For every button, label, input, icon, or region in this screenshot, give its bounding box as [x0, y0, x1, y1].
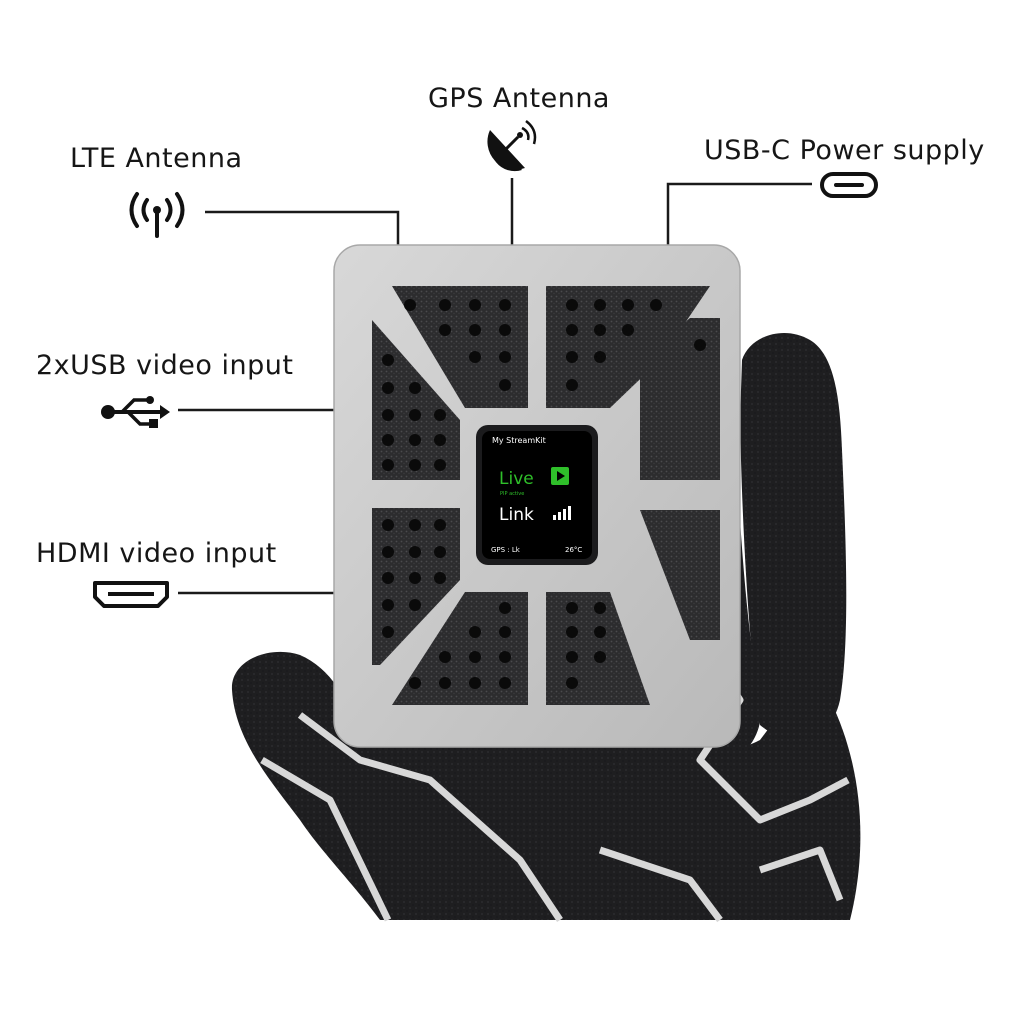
screen-gps-status: GPS : Lk [491, 546, 521, 554]
screen-brand: My StreamKit [492, 436, 546, 445]
lte-antenna-label: LTE Antenna [70, 143, 243, 174]
screen-temp: 26°C [565, 546, 582, 554]
hdmi-video-input-label: HDMI video input [36, 538, 277, 569]
live-play-icon [551, 467, 569, 485]
vent-holes [382, 299, 706, 689]
usb-video-input-label: 2xUSB video input [36, 350, 294, 381]
display-screen [482, 431, 592, 559]
usbc-power-label: USB-C Power supply [704, 135, 985, 166]
signal-bars-icon [553, 506, 571, 520]
satellite-dish-icon [487, 120, 537, 172]
screen-live: Live [499, 469, 534, 489]
screen-link: Link [499, 505, 534, 525]
gps-antenna-label: GPS Antenna [428, 83, 610, 114]
lte-callout-line [205, 210, 400, 245]
hdmi-port-icon [93, 581, 169, 608]
antenna-signal-icon [129, 192, 185, 238]
usb-symbol-icon [101, 396, 170, 428]
usbc-callout-line [666, 182, 812, 245]
usb-c-port-icon [820, 172, 878, 198]
glove-palm [231, 651, 861, 920]
screen-sub: PIP active [500, 491, 524, 497]
callout-lines [178, 178, 812, 595]
glove-finger-middle [740, 332, 847, 740]
